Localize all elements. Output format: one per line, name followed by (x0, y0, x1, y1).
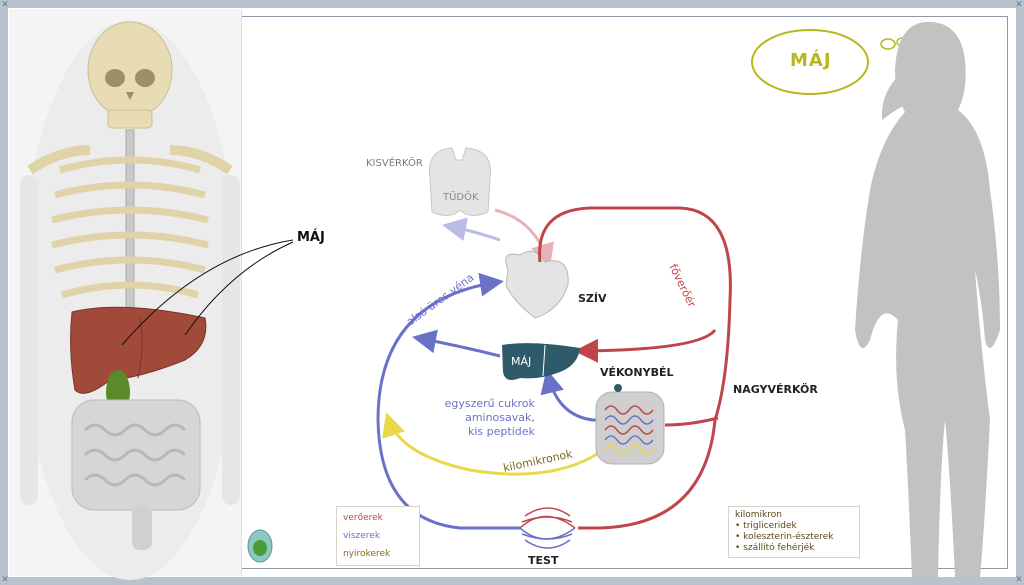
vessel-legend: verőerek viszerek nyirokerek (336, 506, 420, 566)
pulmonary-circulation-label: KISVÉRKÖR (366, 158, 423, 169)
ribcage-illustration (51, 156, 209, 299)
vena-cava-path (376, 272, 520, 530)
lungs-illustration (428, 147, 491, 216)
corner-ornament: ✕ (1015, 575, 1023, 585)
small-intestine-illustration (595, 384, 665, 465)
anatomy-figure (20, 20, 294, 580)
frog-logo (247, 529, 273, 563)
legend-item-arteries: verőerek (343, 513, 383, 523)
liver-callout-label: MÁJ (297, 230, 325, 245)
heart-illustration (505, 250, 569, 319)
woman-silhouette (855, 21, 1000, 577)
systemic-circulation-label: NAGYVÉRKÖR (733, 383, 818, 396)
corner-ornament: ✕ (1, 575, 9, 585)
aorta-path (538, 206, 732, 530)
lungs-label: TÜDŐK (443, 192, 479, 203)
nutrients-label: egyszerű cukrok aminosavak, kis peptidek (444, 397, 535, 438)
corner-ornament: ✕ (1, 0, 9, 10)
heart-label: SZÍV (578, 292, 607, 305)
body-tissue-label: TEST (528, 554, 559, 567)
chylomicron-item: • trigliceridek (735, 521, 797, 531)
corner-ornament: ✕ (1015, 0, 1023, 10)
legend-item-lymph: nyirokerek (343, 549, 391, 559)
chylomicron-item: • szállító fehérjék (735, 543, 815, 553)
liver-icon (502, 343, 580, 380)
thought-bubble-title: MÁJ (790, 50, 832, 71)
capillary-bed-illustration (519, 507, 576, 549)
chylomicron-item: • koleszterin-észterek (735, 532, 834, 542)
skull-illustration (87, 21, 173, 129)
legend-item-veins: viszerek (343, 531, 381, 541)
chylomicron-box-title: kilomikron (735, 510, 782, 520)
intestines-illustration (71, 399, 201, 550)
lymph-path (382, 412, 611, 476)
chylomicron-composition-box: kilomikron • trigliceridek • koleszterin… (728, 506, 860, 558)
small-intestine-label: VÉKONYBÉL (600, 366, 674, 379)
liver-icon-label: MÁJ (511, 355, 532, 368)
